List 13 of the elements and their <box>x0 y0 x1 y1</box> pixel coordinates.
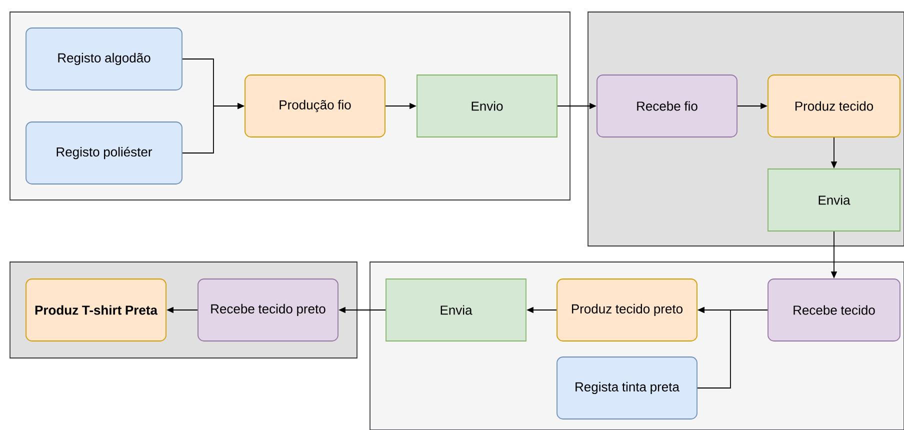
process-box: Produz T-shirt Preta <box>26 278 166 342</box>
process-box: Registo algodão <box>26 28 182 90</box>
process-box: Envio <box>416 74 558 138</box>
process-box: Recebe tecido <box>768 278 900 342</box>
process-box: Regista tinta preta <box>556 356 698 420</box>
process-box: Recebe fio <box>596 74 738 138</box>
process-box: Produz tecido preto <box>556 278 698 342</box>
process-box: Produz tecido <box>768 74 900 138</box>
process-box: Envia <box>768 168 900 232</box>
process-box: Recebe tecido preto <box>198 278 338 342</box>
process-box: Envia <box>386 278 526 342</box>
process-box: Produção fio <box>244 74 386 138</box>
process-box: Registo poliéster <box>26 122 182 184</box>
